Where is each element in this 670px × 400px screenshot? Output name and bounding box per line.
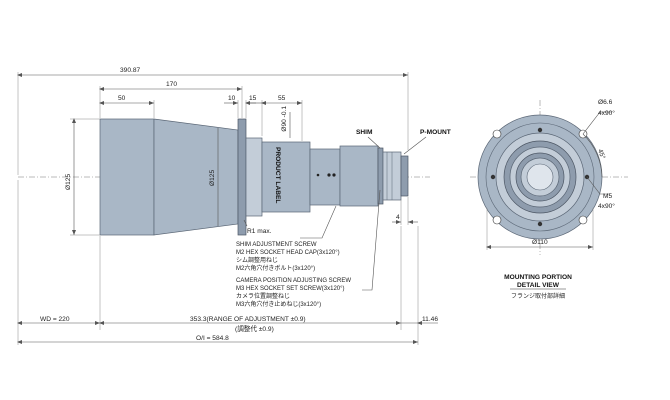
note-shim-4: M2六角穴付きボルト(3x120°) (236, 264, 315, 272)
top-dimensions: 390.87 170 50 10 15 55 Ø90 -0.1 (17, 67, 409, 175)
mounting-flange (237, 118, 247, 236)
detail-angle: 45° (596, 148, 607, 160)
dim-radius: R1 max. (247, 228, 272, 235)
thread-hole (490, 174, 496, 180)
detail-hole-count: 4x90° (598, 109, 615, 117)
screw-dot (327, 173, 331, 177)
dim-oi: O/I = 584.8 (196, 335, 229, 342)
rear-section (339, 145, 379, 207)
front-barrel (99, 118, 155, 236)
screw-dot (316, 173, 320, 177)
note-shim-3: シム調整用ねじ (236, 256, 278, 264)
note-cam-4: M3六角穴付き止めねじ(3x120°) (236, 300, 321, 308)
note-cam-1: CAMERA POSITION ADJUSTING SCREW (236, 278, 351, 284)
bolt-hole (492, 129, 502, 139)
detail-title-1: MOUNTING PORTION (504, 274, 572, 281)
leader-cam-screw (362, 189, 381, 291)
screw-dot (332, 173, 336, 177)
bolt-hole (578, 215, 588, 225)
dim-11-46: 11.46 (422, 316, 438, 323)
dim-170: 170 (166, 81, 177, 88)
lens-side-view (99, 118, 409, 236)
dim-wd: WD = 220 (40, 316, 70, 323)
dim-dia-125-front: Ø125 (65, 174, 72, 190)
detail-title-jp: フランジ取付部詳細 (511, 292, 565, 300)
dim-4: 4 (396, 214, 400, 221)
note-shim-2: M2 HEX SOCKET HEAD CAP(3x120°) (236, 250, 340, 256)
dim-dia-90: Ø90 -0.1 (281, 106, 288, 132)
dim-55: 55 (278, 95, 286, 102)
label-section (261, 141, 311, 213)
detail-thread: M5 (603, 193, 612, 200)
product-label-text: PRODUCT LABEL (274, 147, 281, 203)
thread-hole (537, 221, 543, 227)
detail-thread-count: 4x90° (598, 202, 615, 210)
detail-outer-dia: Ø110 (532, 239, 548, 246)
dim-10: 10 (228, 95, 236, 102)
bottom-dimensions: WD = 220 353.3(RANGE OF ADJUSTMENT ±0.9)… (17, 180, 438, 345)
rear-tube (309, 148, 341, 206)
note-shim-1: SHIM ADJUSTMENT SCREW (236, 242, 317, 248)
notes-block: SHIM ADJUSTMENT SCREW M2 HEX SOCKET HEAD… (236, 242, 351, 308)
detail-title-2: DETAIL VIEW (517, 282, 560, 289)
shim-label: SHIM (356, 129, 373, 136)
leader-shim-screw (300, 205, 337, 239)
mounting-detail-view: Ø6.6 4x90° 45° M5 4x90° Ø110 MOUNTING PO… (470, 99, 628, 300)
detail-hole-dia: Ø6.6 (598, 99, 613, 106)
note-cam-2: M3 HEX SOCKET SET SCREW(3x120°) (236, 286, 345, 292)
dim-range-jp: (調整代 ±0.9) (235, 324, 274, 333)
dim-range: 353.3(RANGE OF ADJUSTMENT ±0.9) (190, 316, 306, 323)
conical-body (153, 118, 239, 236)
dim-total-length: 390.87 (120, 67, 141, 74)
p-mount-flange (400, 155, 409, 197)
bolt-hole (492, 215, 502, 225)
dim-dia-125-mid: Ø125 (209, 170, 216, 186)
thread-hole (537, 127, 543, 133)
dim-15: 15 (249, 95, 257, 102)
dim-50: 50 (118, 95, 126, 102)
flange-neck (245, 137, 263, 217)
note-cam-3: カメラ位置調整ねじ (236, 292, 290, 300)
shim-ring (377, 147, 384, 205)
p-mount-label: P-MOUNT (420, 129, 451, 136)
